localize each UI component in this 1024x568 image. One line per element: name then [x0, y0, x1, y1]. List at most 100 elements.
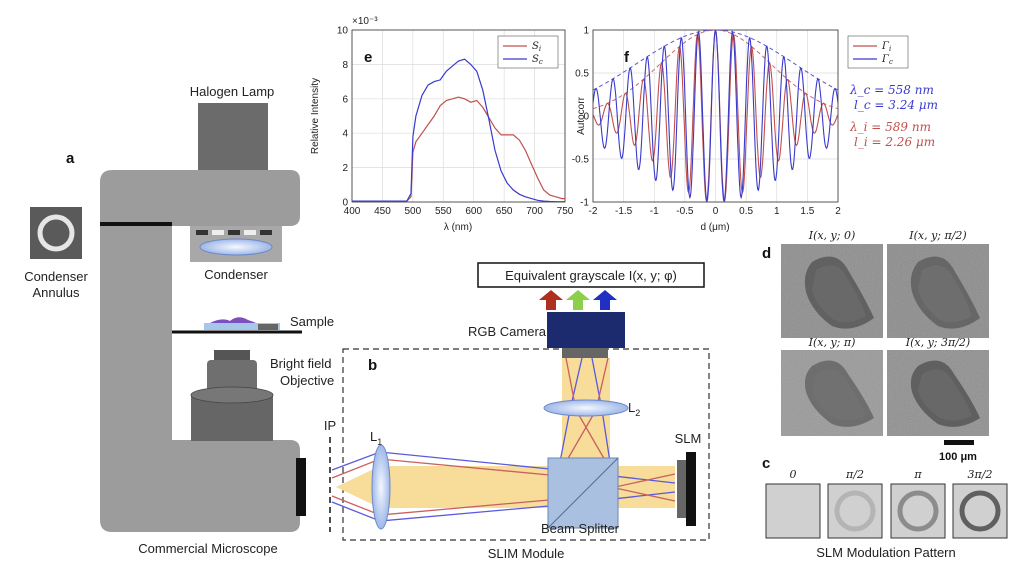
objective-turret-top — [190, 386, 274, 404]
chart-e-xtick-label: 500 — [405, 206, 422, 217]
rgb-camera — [547, 312, 625, 348]
condenser-dashes — [196, 230, 272, 235]
panel-letter-f: f — [624, 49, 630, 66]
phase-image-3pi-2 — [887, 350, 989, 436]
legend-label-gi: Γi — [881, 41, 891, 53]
microscope-diagram: a Condenser Annulus Halogen Lamp Condens… — [24, 84, 336, 556]
chart-e-frame — [351, 29, 566, 203]
chart-e-series-line-0 — [352, 96, 565, 202]
equivalent-grayscale-box — [477, 262, 705, 288]
image-label-pi-2: I(x, y; π/2) — [908, 229, 966, 242]
chart-f-xtick-label: -0.5 — [676, 206, 694, 217]
modulation-ring-pi-2 — [834, 490, 876, 532]
slm-device — [686, 452, 696, 526]
chart-f-xtick-label: 2 — [835, 206, 841, 217]
rgb-camera-label: RGB Camera — [468, 324, 547, 339]
phase-image-pi-2 — [887, 244, 989, 338]
panel-letter-e: e — [364, 49, 372, 66]
halogen-lamp-housing — [198, 103, 268, 171]
chart-e-series — [352, 58, 565, 202]
slim-module-diagram: b L1 L2 Beam Splitter SLM — [331, 262, 710, 561]
scale-bar — [944, 440, 974, 445]
legend-label-gc: Γc — [881, 54, 893, 66]
sample-clip — [258, 324, 278, 330]
chart-e-xtick-label: 450 — [374, 206, 391, 217]
beam-splitter-diagonal — [547, 457, 619, 529]
chart-f-ytick-label: 0.5 — [575, 69, 589, 80]
panel-letter-d: d — [762, 245, 771, 262]
chart-f-xtick-label: 1.5 — [800, 206, 814, 217]
modulation-label-0: 0 — [790, 468, 797, 481]
panel-letter-b: b — [368, 357, 377, 374]
modulation-panel: c 0 π/2 π 3π/2 SLM Modulation Pattern — [762, 455, 1008, 560]
blue-arrow-icon — [593, 290, 617, 310]
chart-f-series — [593, 30, 838, 202]
objective-label-1: Bright field — [270, 356, 331, 371]
modulation-ring-pi — [897, 490, 939, 532]
objective-top — [214, 350, 250, 362]
panel-letter-a: a — [66, 150, 75, 167]
chart-e-legend: Si Sc — [497, 35, 559, 69]
annulus-ring-icon — [37, 214, 75, 252]
chart-f-xtick-label: -2 — [589, 206, 598, 217]
chart-e-ytick-label: 2 — [342, 163, 348, 174]
phase-image-0 — [781, 244, 883, 338]
chart-f-xtick-label: -1 — [650, 206, 659, 217]
modulation-pattern-0 — [765, 483, 821, 539]
chart-f-ytick-label: -1 — [580, 198, 589, 209]
slim-module-box — [342, 348, 710, 541]
chart-e-ytick-label: 8 — [342, 60, 348, 71]
slim-module-label: SLIM Module — [488, 546, 565, 561]
scale-bar-label: 100 μm — [939, 451, 977, 463]
equivalent-grayscale-label: Equivalent grayscale I(x, y; φ) — [505, 268, 677, 283]
modulation-label-pi-2: π/2 — [845, 468, 864, 481]
annotation-l-c: l_c = 3.24 μm — [854, 98, 938, 112]
sample-label: Sample — [290, 314, 334, 329]
condenser-lens — [199, 238, 273, 256]
output-port — [296, 458, 306, 516]
chart-e-xtick-label: 550 — [435, 206, 452, 217]
halogen-lamp-label: Halogen Lamp — [190, 84, 275, 99]
panel-letter-c: c — [762, 455, 770, 472]
annotation-lambda-i: λ_i = 589 nm — [849, 120, 931, 134]
sample-tissue — [210, 317, 256, 323]
chart-f-xtick-label: -1.5 — [615, 206, 633, 217]
lens-l1 — [371, 444, 391, 530]
commercial-microscope-label: Commercial Microscope — [138, 541, 277, 556]
chart-f-ytick-label: -0.5 — [572, 155, 590, 166]
annotation-l-i: l_i = 2.26 μm — [854, 135, 935, 149]
image-label-pi: I(x, y; π) — [808, 336, 856, 349]
image-label-0: I(x, y; 0) — [808, 229, 856, 242]
chart-f-ytick-label: 1 — [583, 26, 589, 37]
rgb-arrows — [539, 290, 617, 310]
chart-f-ytick-label: 0 — [583, 112, 589, 123]
lens-l2 — [543, 399, 629, 417]
phase-image-pi — [781, 350, 883, 436]
microscope-body — [100, 170, 300, 532]
slm-mount — [677, 460, 686, 518]
chart-f-xtick-label: 0 — [713, 206, 719, 217]
lens-l1-label: L1 — [370, 429, 382, 447]
chart-f-ylabel: Autocorr — [576, 96, 587, 134]
chart-e-ytick-label: 4 — [342, 129, 348, 140]
chart-e-ytick-label: 6 — [342, 94, 348, 105]
modulation-ring-3pi-2 — [959, 490, 1001, 532]
condenser-annulus-label-1: Condenser — [24, 269, 88, 284]
condenser-label: Condenser — [204, 267, 268, 282]
objective-label-2: Objective — [280, 373, 334, 388]
modulation-label-3pi-2: 3π/2 — [968, 468, 993, 481]
modulation-title: SLM Modulation Pattern — [816, 545, 955, 560]
red-arrow-icon — [539, 290, 563, 310]
chart-e-series-line-1 — [352, 58, 565, 202]
chart-f-legend: Γi Γc — [847, 35, 909, 69]
chart-e-ytick-label: 0 — [342, 198, 348, 209]
legend-label-si: Si — [532, 41, 541, 53]
lens-l2-label: L2 — [628, 400, 640, 418]
chart-e-xlabel: λ (nm) — [444, 222, 472, 233]
chart-f-series-line-1 — [593, 30, 838, 202]
chart-f-xtick-label: 0.5 — [739, 206, 753, 217]
